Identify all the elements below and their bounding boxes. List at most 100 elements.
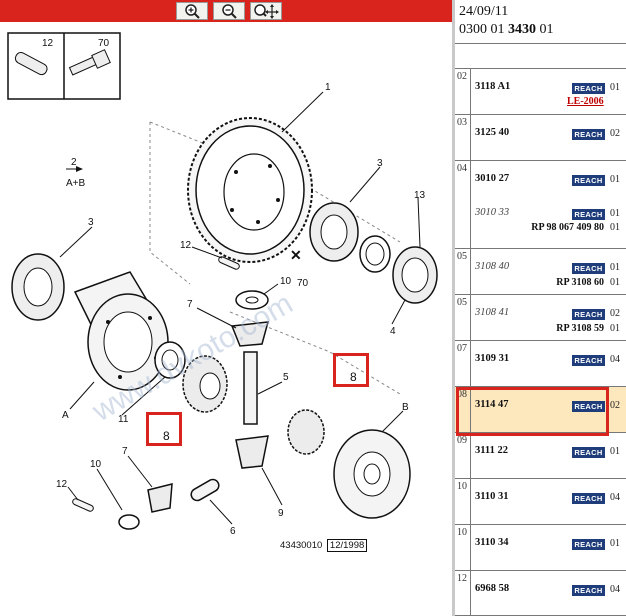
symbol-top: 2 [71, 157, 77, 168]
part-quantity: 04 [610, 354, 620, 365]
label-13: 13 [414, 190, 426, 201]
label-1: 1 [325, 82, 331, 93]
part-quantity: 02 [610, 308, 620, 319]
part-quantity: 01 [610, 174, 620, 185]
label-9: 9 [278, 508, 284, 519]
replacement-note: RP 98 067 409 80 [531, 222, 604, 233]
footer-code: 43430010 [280, 540, 323, 551]
row-index: 03 [455, 115, 471, 160]
label-12a: 12 [180, 240, 192, 251]
legend-col2: 70 [98, 38, 110, 49]
legend-col1: 12 [42, 38, 54, 49]
part-quantity: 01 [610, 538, 620, 549]
part-quantity: 02 [610, 128, 620, 139]
part-quantity: 04 [610, 492, 620, 503]
zoom-out-icon [222, 4, 237, 19]
part-reference: 3108 41 [475, 307, 510, 318]
symbol-bottom: A+B [66, 178, 86, 189]
reach-badge: REACH [572, 401, 605, 412]
part-reference: 3109 31 [475, 353, 510, 364]
reach-badge: REACH [572, 129, 605, 140]
pin-icon [14, 51, 48, 76]
header-date: 24/09/11 [459, 4, 509, 19]
bolt-icon [68, 49, 111, 76]
zoom-toolbar [0, 0, 452, 22]
part-row[interactable]: 07 3109 31 REACH 04 [455, 341, 626, 387]
diagram-pane: 12 70 2 A+B [0, 0, 452, 552]
label-a: A [62, 410, 69, 421]
label-7b: 7 [122, 446, 128, 457]
bearing-left [11, 253, 65, 321]
replacement-quantity: 01 [610, 323, 620, 334]
label-b: B [402, 402, 409, 413]
replacement-quantity: 01 [610, 222, 620, 233]
part-header: 24/09/11 0300 01 3430 01 [455, 0, 626, 44]
row-index: 09 [455, 433, 471, 478]
reach-badge: REACH [572, 355, 605, 366]
row-index: 08 [455, 387, 471, 432]
header-reference: 0300 01 3430 01 [459, 22, 554, 37]
row-index: 07 [455, 341, 471, 386]
hardware-legend: 12 70 [7, 32, 121, 100]
bearing-13 [392, 246, 438, 304]
part-reference: 3118 A1 [475, 81, 511, 92]
label-5: 5 [283, 372, 289, 383]
alt-part-reference: 3010 33 [475, 207, 510, 218]
label-6: 6 [230, 526, 236, 537]
list-spacer [455, 44, 626, 69]
row-index: 05 [455, 295, 471, 340]
alt-part-quantity: 01 [610, 208, 620, 219]
bearing-right [309, 202, 359, 262]
case-half-b [333, 429, 411, 519]
reach-badge: REACH [572, 83, 605, 94]
label-3b: 3 [88, 217, 94, 228]
part-reference: 3111 22 [475, 445, 508, 456]
zoom-pan-button[interactable] [250, 2, 282, 20]
le-2006-link[interactable]: LE-2006 [567, 96, 604, 107]
footer-date: 12/1998 [326, 539, 368, 552]
replacement-note: RP 3108 60 [556, 277, 604, 288]
pane-divider[interactable] [452, 0, 455, 616]
callout-8-left[interactable]: 8 [146, 412, 182, 446]
reach-badge: REACH [572, 539, 605, 550]
zoom-in-button[interactable] [176, 2, 208, 20]
reach-badge: REACH [572, 175, 605, 186]
reach-badge: REACH [572, 263, 605, 274]
ring-gear [187, 117, 313, 263]
part-quantity: 02 [610, 400, 620, 411]
assembly-symbol: 2 A+B [66, 157, 86, 189]
part-row[interactable]: 03 3125 40 REACH 02 [455, 115, 626, 161]
label-11: 11 [118, 414, 129, 425]
svg-text:✕: ✕ [290, 247, 302, 263]
callout-8-right[interactable]: 8 [333, 353, 369, 387]
part-reference: 3010 27 [475, 173, 510, 184]
part-quantity: 01 [610, 262, 620, 273]
replacement-note: RP 3108 59 [556, 323, 604, 334]
row-index: 05 [455, 249, 471, 294]
label-3a: 3 [377, 158, 383, 169]
label-7a: 7 [187, 299, 193, 310]
reach-badge: REACH [572, 493, 605, 504]
diagram-footer: 43430010 12/1998 [280, 539, 368, 552]
exploded-view-diagram: 12 70 2 A+B [7, 32, 438, 537]
row-index: 12 [455, 571, 471, 615]
zoom-out-button[interactable] [213, 2, 245, 20]
part-reference: 3125 40 [475, 127, 510, 138]
reach-badge: REACH [572, 447, 605, 458]
label-70: 70 [297, 278, 309, 289]
row-index: 02 [455, 69, 471, 114]
part-reference: 6968 58 [475, 583, 510, 594]
part-quantity: 01 [610, 82, 620, 93]
label-10b: 10 [90, 459, 102, 470]
row-index: 04 [455, 161, 471, 248]
side-gear-left [182, 355, 228, 413]
